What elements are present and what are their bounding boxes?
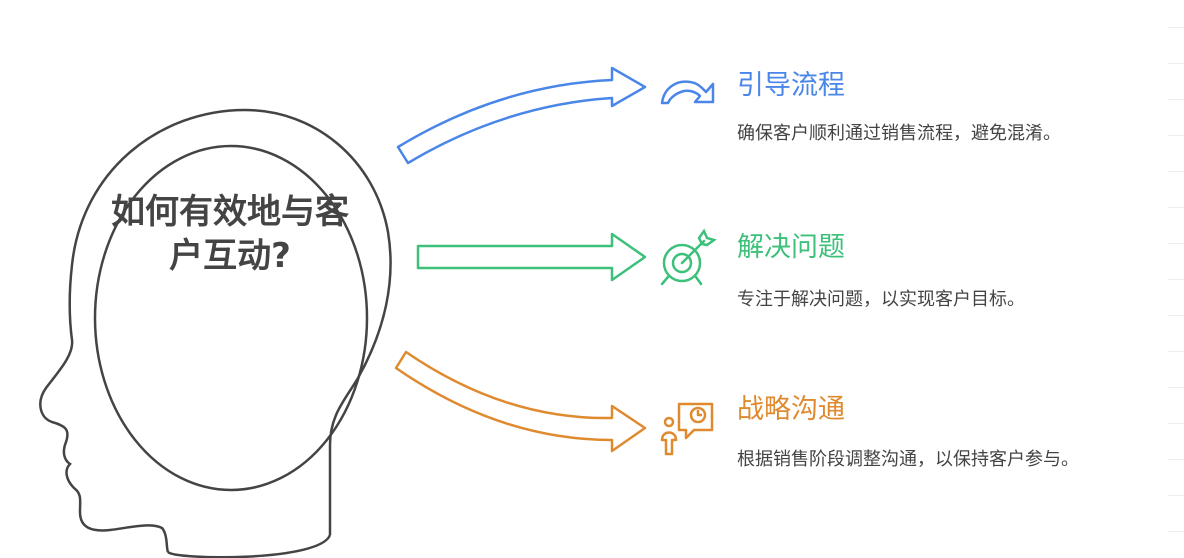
edge-line	[1168, 279, 1184, 280]
edge-line	[1168, 99, 1184, 100]
edge-line	[1168, 27, 1184, 28]
branch-title-guide-process: 引导流程	[737, 70, 845, 101]
branch-description-solve-problems: 专注于解决问题，以实现客户目标。	[737, 289, 1025, 310]
thought-circle	[93, 144, 369, 492]
branch-title-solve-problems: 解决问题	[737, 232, 845, 263]
edge-line	[1168, 459, 1184, 460]
head-outline	[39, 108, 392, 553]
head-neck-bottom	[167, 534, 332, 558]
central-question: 如何有效地与客户互动?	[111, 192, 349, 276]
edge-line	[1168, 423, 1184, 424]
edge-line	[1168, 531, 1184, 532]
target-icon	[660, 228, 717, 286]
edge-line	[1168, 315, 1184, 316]
branch-description-guide-process: 确保客户顺利通过销售流程，避免混淆。	[737, 123, 1061, 144]
arrow-guide-process	[396, 66, 647, 165]
person-speech-clock-icon	[660, 402, 714, 456]
edge-line	[1168, 171, 1184, 172]
edge-line	[1168, 135, 1184, 136]
arrow-solve-problems	[416, 232, 647, 282]
branch-description-strategic-communication: 根据销售阶段调整沟通，以保持客户参与。	[737, 449, 1079, 470]
branch-title-strategic-communication: 战略沟通	[737, 394, 845, 425]
arrow-strategic-communication	[394, 350, 647, 453]
edge-line	[1168, 387, 1184, 388]
edge-line	[1168, 495, 1184, 496]
edge-line	[1168, 243, 1184, 244]
edge-line	[1168, 207, 1184, 208]
redo-arrow-icon	[660, 80, 715, 105]
edge-line	[1168, 63, 1184, 64]
edge-line	[1168, 351, 1184, 352]
